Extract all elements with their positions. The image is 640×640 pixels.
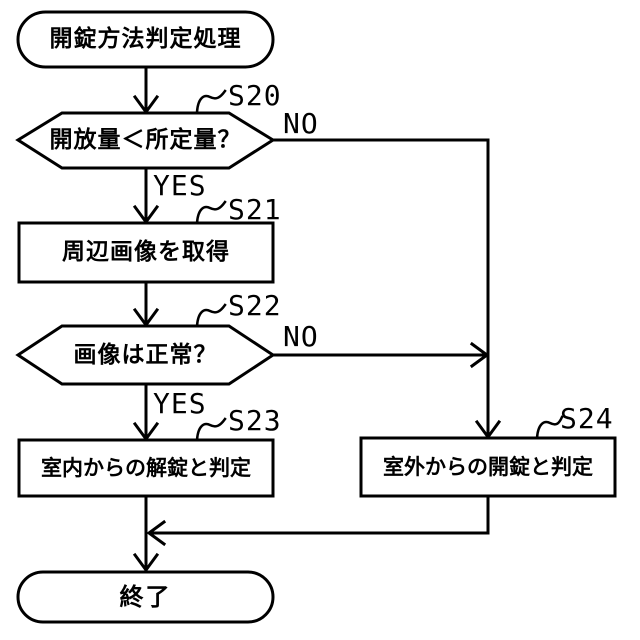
ref-squiggle-s23: [195, 417, 227, 442]
decision-s22-shape: [15, 324, 276, 386]
step-label-s20: S20: [228, 79, 282, 112]
ref-squiggle-s22: [195, 303, 227, 328]
process-s21-label: 周辺画像を取得: [62, 239, 230, 265]
ref-squiggle-s20: [195, 89, 227, 114]
ref-squiggle-s24: [535, 415, 564, 440]
step-label-s24: S24: [560, 402, 614, 435]
branch-label-s22-no: NO: [283, 320, 319, 353]
arrowhead-into-end: [132, 552, 160, 573]
arrowhead-s22-no-merge: [469, 341, 490, 369]
branch-label-s22-yes: YES: [153, 387, 207, 420]
process-s23-label: 室内からの解錠と判定: [41, 455, 251, 480]
ref-squiggle-s21: [195, 200, 227, 225]
decision-s22-label: 画像は正常？: [73, 341, 218, 368]
process-s24-shape: [359, 436, 617, 498]
process-s23-shape: [17, 438, 275, 498]
arrowhead-s24-merge: [146, 519, 167, 547]
start-terminal-shape: [16, 10, 275, 69]
process-s24-label: 室外からの開錠と判定: [383, 454, 593, 479]
connector-s24-to-merge: [151, 494, 490, 535]
process-s21-shape: [17, 221, 275, 284]
end-terminal-shape: [16, 570, 275, 624]
decision-s20-shape: [15, 111, 276, 170]
connector-s20-no-branch: [271, 138, 490, 436]
step-label-s21: S21: [228, 193, 282, 226]
decision-s20-label: 開放量＜所定量？: [49, 127, 242, 153]
step-label-s22: S22: [228, 289, 282, 322]
branch-label-s20-yes: YES: [153, 169, 207, 202]
start-terminal-label: 開錠方法判定処理: [49, 26, 242, 52]
branch-label-s20-no: NO: [283, 107, 319, 140]
end-terminal-label: 終了: [119, 583, 172, 611]
step-label-s23: S23: [228, 404, 282, 437]
